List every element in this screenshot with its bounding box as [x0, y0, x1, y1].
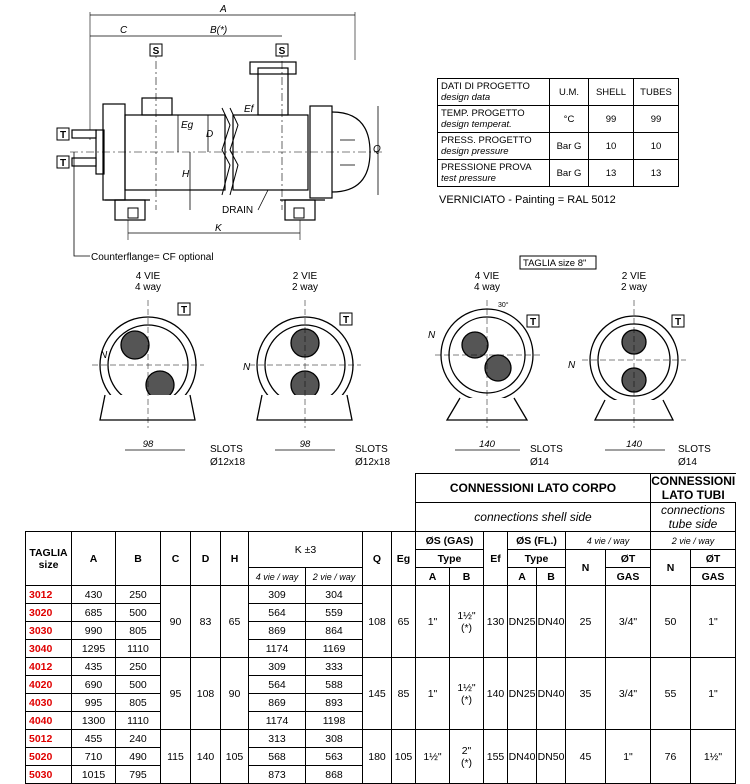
svg-text:4 way: 4 way: [474, 282, 500, 293]
taglia8-label: TAGLIA size 8": [523, 258, 586, 269]
svg-text:4 way: 4 way: [135, 282, 161, 293]
size-cell: 4012: [25, 657, 72, 676]
conn-t-label: T: [60, 158, 66, 169]
svg-text:4 VIE: 4 VIE: [475, 271, 500, 282]
svg-text:N: N: [428, 330, 436, 341]
svg-text:2 VIE: 2 VIE: [622, 271, 647, 282]
svg-text:2 way: 2 way: [292, 282, 318, 293]
svg-text:98: 98: [143, 439, 154, 450]
size-cell: 4030: [25, 693, 72, 712]
conn-t-label: T: [60, 130, 66, 141]
end-view-3: 4 VIE 4 way 140 SLOTS Ø14 30° N T: [428, 271, 563, 468]
dim-h-label: H: [182, 169, 190, 180]
size-cell: 3030: [25, 621, 72, 640]
svg-text:98: 98: [300, 439, 311, 450]
size-cell: 5020: [25, 747, 72, 766]
size-cell: 3040: [25, 639, 72, 658]
svg-text:N: N: [243, 362, 251, 373]
svg-text:140: 140: [626, 439, 643, 450]
dim-eg-label: Eg: [181, 120, 194, 131]
dim-ef-label: Ef: [244, 104, 255, 115]
dim-b-label: B(*): [210, 25, 227, 36]
svg-text:N: N: [100, 350, 108, 361]
svg-text:T: T: [530, 317, 536, 328]
conn-s-label: S: [153, 46, 160, 57]
painting-note: VERNICIATO - Painting = RAL 5012: [439, 194, 616, 206]
svg-text:2 way: 2 way: [621, 282, 647, 293]
dim-d-label: D: [206, 129, 213, 140]
drain-label: DRAIN: [222, 205, 253, 216]
spec-table: CONNESSIONI LATO CORPO CONNESSIONI LATO …: [25, 473, 736, 784]
svg-text:4 VIE: 4 VIE: [136, 271, 161, 282]
shell-conn-header: CONNESSIONI LATO CORPO: [415, 473, 651, 503]
dim-k-label: K: [215, 223, 223, 234]
svg-text:T: T: [675, 317, 681, 328]
size-cell: 4040: [25, 711, 72, 730]
svg-text:SLOTS: SLOTS: [678, 444, 711, 455]
svg-text:SLOTS: SLOTS: [355, 444, 388, 455]
svg-text:T: T: [343, 315, 349, 326]
technical-drawing: S S T T A C B(*) Eg Ef D H Q K DRAIN Cou…: [56, 4, 711, 468]
end-view-4: 2 VIE 2 way 140 SLOTS Ø14 N T: [568, 271, 711, 468]
svg-text:Ø14: Ø14: [530, 457, 549, 468]
svg-text:SLOTS: SLOTS: [530, 444, 563, 455]
svg-text:Ø14: Ø14: [678, 457, 697, 468]
svg-text:SLOTS: SLOTS: [210, 444, 243, 455]
side-view: [70, 12, 385, 257]
dim-c-label: C: [120, 25, 128, 36]
size-cell: 5030: [25, 765, 72, 784]
size-cell: 3020: [25, 603, 72, 622]
size-cell: 5012: [25, 729, 72, 748]
svg-text:N: N: [568, 360, 576, 371]
svg-text:2 VIE: 2 VIE: [293, 271, 318, 282]
conn-s-label: S: [279, 46, 286, 57]
counterflange-note: Counterflange= CF optional: [91, 252, 214, 263]
svg-text:Ø12x18: Ø12x18: [355, 457, 390, 468]
end-view-2: 2 VIE 2 way 98 SLOTS Ø12x18 N T: [243, 271, 390, 468]
dim-a-label: A: [219, 4, 227, 15]
size-cell: 3012: [25, 585, 72, 604]
end-view-1: 4 VIE 4 way 98 SLOTS Ø12x18 N T: [92, 271, 245, 468]
dim-q-label: Q: [373, 144, 381, 155]
svg-text:140: 140: [479, 439, 496, 450]
size-cell: 4020: [25, 675, 72, 694]
svg-text:T: T: [181, 305, 187, 316]
svg-text:30°: 30°: [498, 301, 509, 309]
svg-text:Ø12x18: Ø12x18: [210, 457, 245, 468]
tube-conn-header: CONNESSIONI LATO TUBI: [650, 473, 736, 503]
